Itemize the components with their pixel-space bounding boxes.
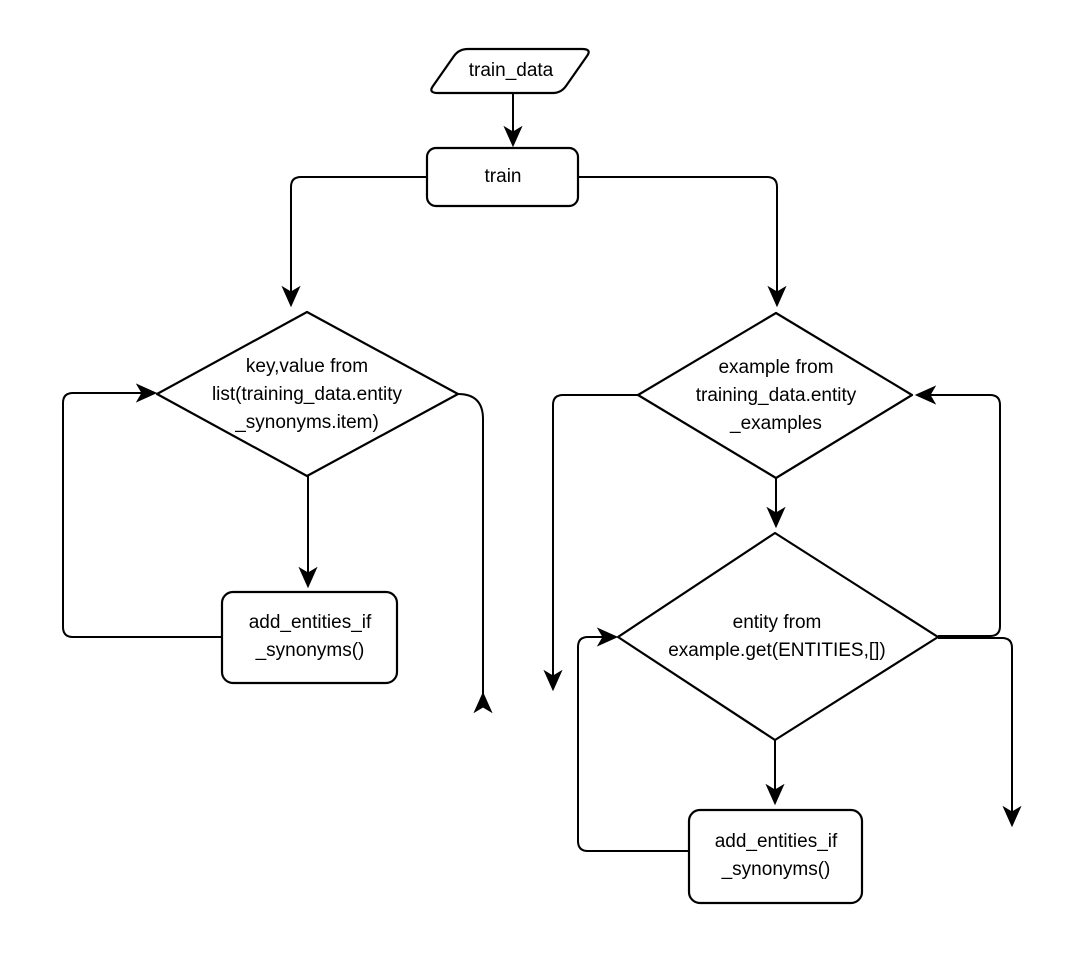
arrowhead-loopback-entities-loop [596, 627, 619, 647]
edge-entities-loop-exit-down [938, 637, 1013, 812]
edge-entities-loop-backedge-up [930, 394, 1001, 637]
train-data-label: train_data [468, 60, 554, 81]
arrowhead-into-entities-call [765, 783, 785, 806]
arrowhead-loopback-synonyms-loop [135, 383, 158, 403]
examples-loop-label: example from training_data.entity _examp… [695, 357, 857, 434]
node-entities-loop [616, 531, 940, 742]
edge-entities-call-loopback [577, 636, 689, 852]
arrowhead-into-synonyms-call [298, 566, 318, 589]
node-train [425, 146, 580, 208]
entities-call-label: add_entities_if _synonyms() [714, 831, 838, 880]
node-train-data [430, 47, 590, 95]
edge-examples-loop-exit [552, 394, 638, 676]
arrowhead-down-entities-exit [1002, 805, 1022, 828]
train-label: train [484, 166, 522, 187]
node-synonyms-call [220, 590, 399, 685]
edge-train-to-examples-loop [578, 176, 778, 292]
entities-loop-label: entity from example.get(ENTITIES,[]) [668, 612, 886, 661]
arrowhead-up-synonyms-exit [473, 691, 493, 714]
synonyms-loop-label: key,value from list(training_data.entity… [211, 356, 403, 433]
edge-train-to-synonyms-loop [290, 176, 427, 292]
arrowhead-into-entities-loop [766, 506, 786, 529]
arrowhead-down-examples-exit [543, 669, 563, 692]
node-examples-loop [636, 311, 914, 480]
synonyms-call-label: add_entities_if _synonyms() [248, 612, 372, 661]
node-synonyms-loop [155, 310, 460, 478]
edge-synonyms-call-loopback [62, 392, 222, 638]
node-entities-call [687, 808, 864, 905]
edge-synonyms-loop-exit [457, 393, 484, 705]
arrowhead-left-into-examples-loop [914, 385, 937, 405]
arrowhead-into-examples-loop [767, 285, 787, 308]
arrowhead-into-synonyms-loop [281, 285, 301, 308]
arrowhead-into-train [503, 125, 523, 148]
